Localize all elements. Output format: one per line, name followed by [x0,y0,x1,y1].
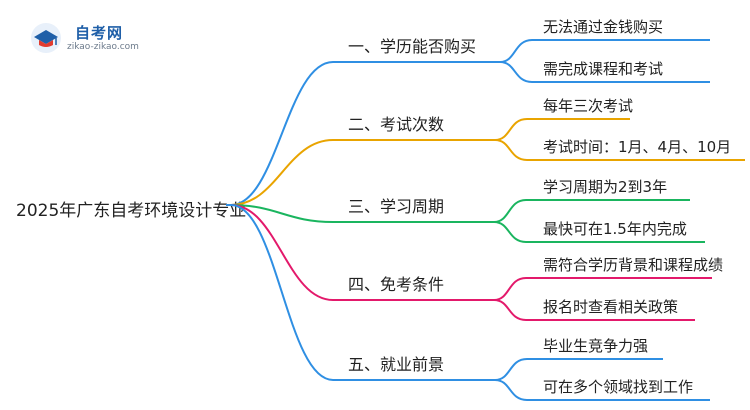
leaf-connector [494,118,528,141]
branch-connector [230,204,334,223]
leaf-connector [493,277,527,301]
leaf-label[interactable]: 毕业生竞争力强 [543,337,648,355]
leaf-connector [494,139,528,161]
leaf-label[interactable]: 每年三次考试 [543,97,633,115]
branch-label[interactable]: 三、学习周期 [348,197,444,216]
leaf-label[interactable]: 报名时查看相关政策 [543,298,678,316]
logo-title: 自考网 [75,24,124,42]
leaf-connector [499,39,533,63]
leaf-label[interactable]: 无法通过金钱购买 [543,18,663,36]
leaf-label[interactable]: 需完成课程和考试 [543,60,663,78]
leaf-connector [499,61,533,83]
branch-connector [230,204,334,301]
leaf-label[interactable]: 最快可在1.5年内完成 [543,220,687,238]
leaf-label[interactable]: 考试时间：1月、4月、10月 [543,138,731,156]
branch-connector [230,139,334,206]
site-logo[interactable]: 自考网 zikao-zikao.com [29,21,169,55]
branch-connector [230,61,334,206]
leaf-label[interactable]: 需符合学历背景和课程成绩 [543,256,723,274]
leaf-connector [494,379,528,401]
leaf-connector [493,299,527,321]
graduation-cap-icon [31,23,61,53]
leaf-label[interactable]: 学习周期为2到3年 [543,178,667,196]
leaf-connector [493,199,527,223]
root-node[interactable]: 2025年广东自考环境设计专业 [16,201,247,221]
logo-subtitle: zikao-zikao.com [67,42,139,52]
branch-label[interactable]: 五、就业前景 [348,355,444,374]
branch-label[interactable]: 一、学历能否购买 [348,37,476,56]
leaf-connector [494,358,528,381]
branch-label[interactable]: 四、免考条件 [348,275,444,294]
leaf-connector [493,221,527,243]
branch-connector [230,204,334,381]
branch-label[interactable]: 二、考试次数 [348,115,444,134]
leaf-label[interactable]: 可在多个领域找到工作 [543,378,693,396]
